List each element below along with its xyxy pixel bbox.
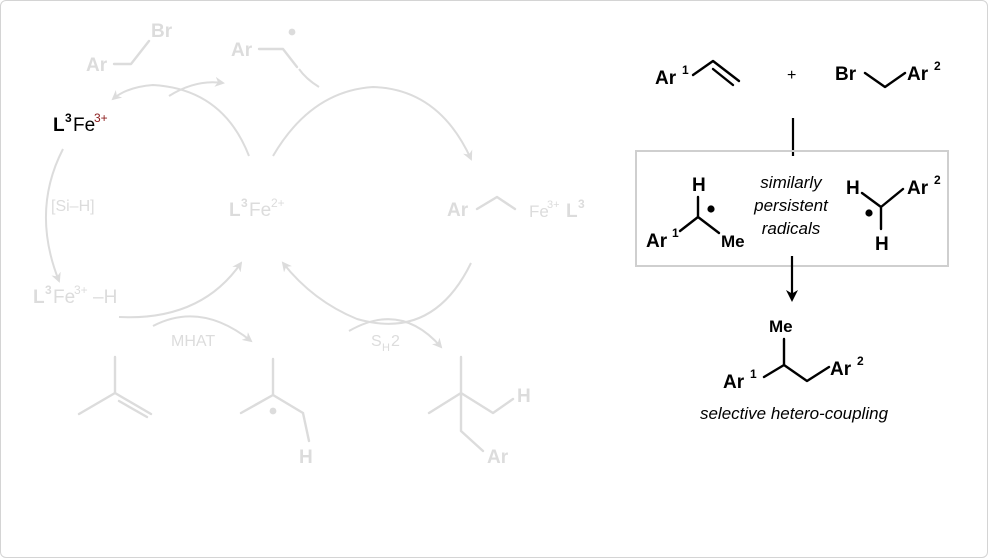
arrow-fe3-to-feh bbox=[45, 148, 64, 283]
styrene: Ar 1 bbox=[655, 59, 741, 89]
box-text-line1: similarly bbox=[760, 173, 823, 192]
arrow-feh-to-fe2 bbox=[118, 261, 243, 319]
radical-1: H Ar 1 Me bbox=[646, 175, 745, 252]
ligand-sup: 3 bbox=[45, 283, 52, 297]
sh2-s: S bbox=[371, 333, 382, 350]
fe-label: Fe bbox=[53, 287, 75, 308]
catalytic-cycle: Ar Br Ar [Si–H] L 3 Fe 2+ Ar bbox=[33, 21, 585, 468]
br-label: Br bbox=[151, 21, 173, 42]
alkyl-iron-faded: Ar Fe 3+ L 3 bbox=[447, 195, 585, 222]
radical-dot bbox=[269, 407, 277, 415]
radical-dot bbox=[865, 209, 873, 217]
h-label: H bbox=[517, 386, 531, 407]
ligand-sup: 3 bbox=[241, 196, 248, 210]
ar1-label: Ar bbox=[646, 231, 668, 252]
ligand-l: L bbox=[566, 201, 578, 222]
radical-dot bbox=[288, 28, 296, 36]
radical-2: H Ar 2 H bbox=[846, 173, 941, 255]
ar2-label: Ar bbox=[907, 64, 929, 85]
fe-charge: 2+ bbox=[271, 196, 285, 210]
hydride-h: –H bbox=[93, 287, 117, 308]
ar-label: Ar bbox=[487, 447, 509, 468]
ar-label: Ar bbox=[86, 55, 108, 76]
alkene-faded bbox=[77, 355, 153, 419]
arrow-fe2-to-fe3 bbox=[111, 83, 250, 157]
arrow-radical-join bbox=[298, 68, 320, 88]
vinyl-bond bbox=[691, 59, 741, 87]
arrow-fe2-to-alkylfe bbox=[272, 85, 473, 161]
arrow-mhat bbox=[152, 315, 253, 343]
fe-label: Fe bbox=[73, 115, 95, 136]
ar1-sup: 1 bbox=[682, 63, 689, 77]
coupling-scheme: Ar 1 + Br Ar 2 similarly persistent radi… bbox=[635, 59, 949, 423]
iron-hydride-faded: L 3 Fe 3+ –H bbox=[33, 283, 117, 308]
bond bbox=[678, 195, 721, 235]
h-top-label: H bbox=[846, 178, 860, 199]
mhat-label: MHAT bbox=[171, 333, 215, 350]
ar-label: Ar bbox=[231, 40, 253, 61]
h-bottom-label: H bbox=[875, 234, 889, 255]
bond bbox=[112, 39, 151, 66]
benzyl-bromide-faded: Ar Br bbox=[86, 21, 173, 76]
ligand-sup: 3 bbox=[65, 111, 72, 125]
h-label: H bbox=[692, 175, 706, 196]
me-label: Me bbox=[721, 232, 745, 251]
box-text-line3: radicals bbox=[762, 219, 821, 238]
bond bbox=[860, 187, 905, 231]
box-text-line2: persistent bbox=[753, 196, 829, 215]
fe-label: Fe bbox=[249, 200, 271, 221]
h-label: H bbox=[299, 447, 313, 468]
bond bbox=[762, 337, 831, 383]
fe-charge: 3+ bbox=[547, 199, 560, 211]
sh2-number: 2 bbox=[391, 333, 400, 350]
fe2-complex-faded: L 3 Fe 2+ bbox=[229, 196, 285, 221]
fe-label: Fe bbox=[529, 202, 549, 221]
ligand-l: L bbox=[53, 115, 65, 136]
ar1-sup: 1 bbox=[672, 226, 679, 240]
quaternary-product-faded: H Ar bbox=[427, 355, 531, 468]
tertiary-radical-faded: H bbox=[239, 357, 313, 468]
ar2-label: Ar bbox=[830, 359, 852, 380]
ar2-label: Ar bbox=[907, 178, 929, 199]
bond bbox=[863, 71, 907, 89]
sh2-subscript: H bbox=[382, 342, 390, 354]
fe3-complex: L 3 Fe 3+ bbox=[53, 111, 108, 136]
benzyl-bromide: Br Ar 2 bbox=[835, 59, 941, 89]
ar1-label: Ar bbox=[655, 68, 677, 89]
ar2-sup: 2 bbox=[934, 173, 941, 187]
ar2-sup: 2 bbox=[857, 354, 864, 368]
caption: selective hetero-coupling bbox=[700, 404, 889, 423]
ar2-sup: 2 bbox=[934, 59, 941, 73]
bond bbox=[77, 355, 153, 419]
arrow-bromide-to-radical bbox=[168, 76, 225, 97]
bond bbox=[239, 357, 311, 443]
radical-dot bbox=[707, 205, 715, 213]
fe-charge: 3+ bbox=[74, 283, 88, 297]
bond bbox=[427, 355, 515, 453]
silane-label: [Si–H] bbox=[51, 198, 95, 215]
ar1-sup: 1 bbox=[750, 367, 757, 381]
bond bbox=[475, 195, 517, 211]
hetero-coupled-product: Me Ar 1 Ar 2 bbox=[723, 317, 864, 393]
ligand-l: L bbox=[33, 287, 45, 308]
br-label: Br bbox=[835, 64, 857, 85]
arrow-alkylfe-to-fe2 bbox=[281, 261, 472, 325]
ar1-label: Ar bbox=[723, 372, 745, 393]
me-label: Me bbox=[769, 317, 793, 336]
bond bbox=[257, 47, 299, 69]
arrow-sh2 bbox=[348, 318, 443, 349]
ligand-l: L bbox=[229, 200, 241, 221]
fe-charge: 3+ bbox=[94, 111, 108, 125]
ar-label: Ar bbox=[447, 200, 469, 221]
plus-sign: + bbox=[787, 67, 796, 84]
benzyl-radical-faded: Ar bbox=[231, 28, 299, 69]
ligand-sup: 3 bbox=[578, 197, 585, 211]
